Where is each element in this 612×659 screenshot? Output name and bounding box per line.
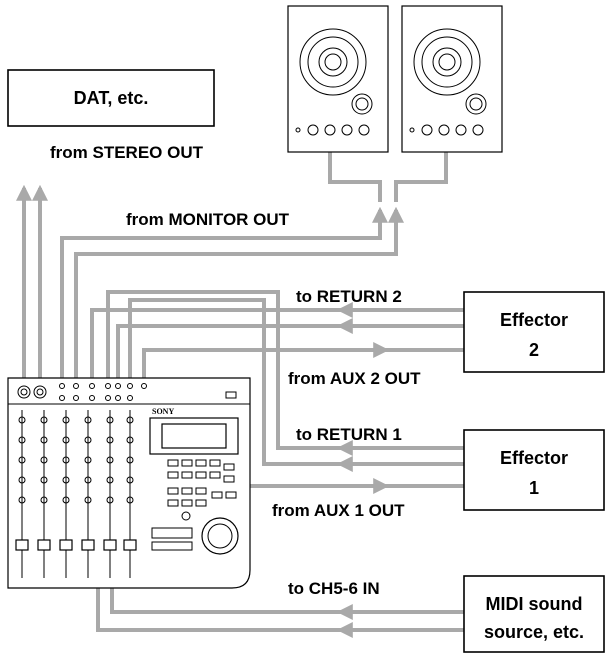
midi-box: MIDI sound source, etc.: [463, 575, 605, 653]
midi-label-line1: MIDI sound: [486, 594, 583, 614]
speaker-right: [401, 5, 503, 153]
label-aux1-out: from AUX 1 OUT: [272, 501, 405, 520]
label-aux2-out: from AUX 2 OUT: [288, 369, 421, 388]
transport-buttons: [151, 459, 237, 551]
effector1-label-line1: Effector: [500, 448, 568, 468]
cable-monitor-out-r: [74, 206, 404, 378]
effector1-box: Effector 1: [463, 429, 605, 511]
cables: [16, 152, 477, 638]
effector1-label-line2: 1: [529, 478, 539, 498]
dat-box: DAT, etc.: [7, 69, 215, 127]
cable-speaker-left: [328, 152, 382, 202]
mixer-brand: SONY: [152, 407, 174, 416]
label-monitor-out: from MONITOR OUT: [126, 210, 290, 229]
label-return2: to RETURN 2: [296, 287, 402, 306]
jog-dial: [201, 517, 239, 555]
cable-monitor-out-l: [60, 206, 388, 378]
label-stereo-out: from STEREO OUT: [50, 143, 204, 162]
stereo-out-jack-l: [17, 385, 31, 399]
stereo-out-jack-r: [33, 385, 47, 399]
dat-label: DAT, etc.: [74, 88, 149, 108]
mixer-recorder: SONY: [7, 377, 251, 589]
speaker-left: [287, 5, 389, 153]
effector2-label-line2: 2: [529, 340, 539, 360]
midi-label-line2: source, etc.: [484, 622, 584, 642]
effector2-label-line1: Effector: [500, 310, 568, 330]
channel-strips: [15, 410, 137, 578]
cable-speaker-right: [394, 152, 448, 202]
effector2-box: Effector 2: [463, 291, 605, 373]
cable-return1-b: [128, 298, 464, 466]
label-return1: to RETURN 1: [296, 425, 402, 444]
rear-jack-row: [59, 383, 147, 401]
label-ch56-in: to CH5-6 IN: [288, 579, 380, 598]
cable-aux2-out: [142, 348, 464, 378]
